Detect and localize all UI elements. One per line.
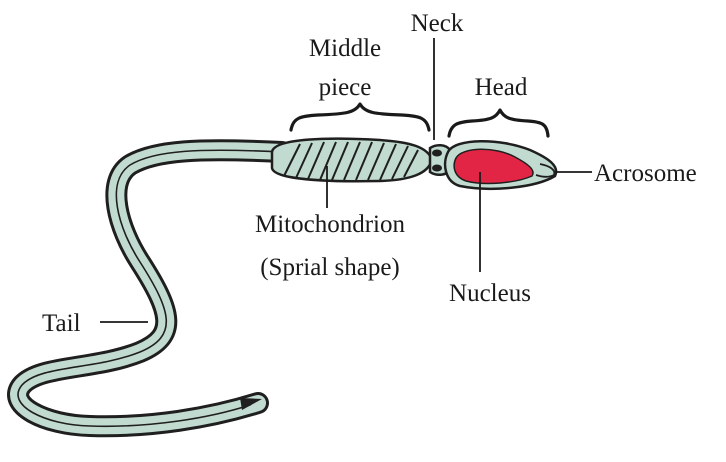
- label-mitochondrion-line1: Mitochondrion: [255, 211, 405, 238]
- neck-granule: [432, 150, 442, 157]
- label-acrosome: Acrosome: [594, 160, 697, 187]
- middle-piece-brace: [291, 104, 429, 130]
- label-middle-piece-line1: Middle: [309, 35, 381, 62]
- neck-granule: [432, 165, 442, 172]
- label-tail: Tail: [42, 310, 81, 337]
- label-head: Head: [475, 74, 528, 101]
- head-brace: [449, 110, 548, 136]
- label-nucleus: Nucleus: [449, 280, 531, 307]
- middle-piece: [272, 139, 432, 182]
- tail: [18, 150, 282, 426]
- head: [445, 141, 556, 189]
- label-middle-piece-line2: piece: [319, 74, 372, 101]
- tail-body: [18, 150, 282, 426]
- label-neck: Neck: [411, 10, 464, 37]
- label-mitochondrion-line2: (Sprial shape): [260, 254, 400, 281]
